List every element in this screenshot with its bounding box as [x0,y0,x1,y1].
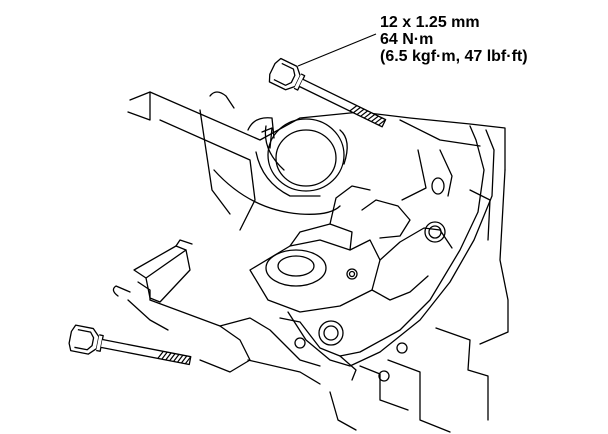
mount-bracket [249,125,495,381]
bolt-holes [265,177,446,382]
cylindrical-boss [247,117,348,197]
torque-alt-label: (6.5 kgf·m, 47 lbf·ft) [380,48,528,65]
bolt-size-label: 12 x 1.25 mm [380,14,480,31]
engine-block-outline [127,91,509,433]
torque-spec-callout: 12 x 1.25 mm 64 N·m (6.5 kgf·m, 47 lbf·f… [380,14,528,65]
lower-bolt [68,324,192,366]
lower-housing-outline [112,281,321,385]
torque-nm-label: 64 N·m [380,31,434,48]
upper-bolt [268,57,387,128]
bracket-fin [133,239,193,303]
leader-line [297,33,377,67]
